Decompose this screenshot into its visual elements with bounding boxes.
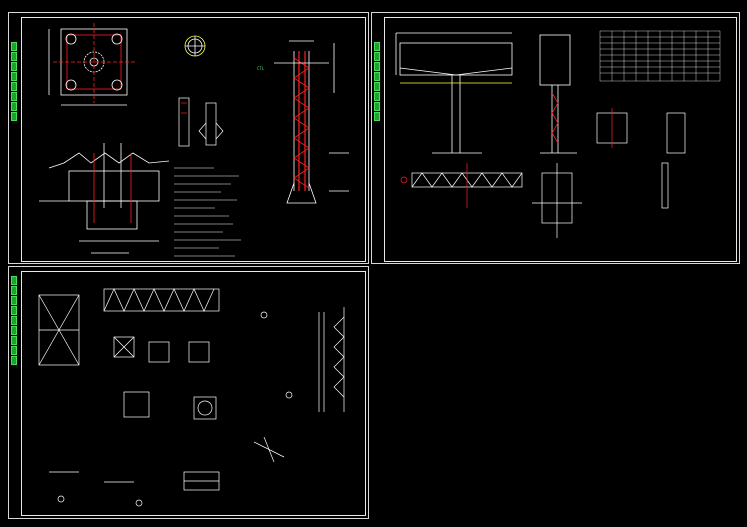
lattice-column-detail <box>38 294 80 366</box>
drawing-sheet-2[interactable] <box>371 12 740 264</box>
base-plate-plan <box>48 23 135 106</box>
foundation-section <box>39 143 170 254</box>
title-strip-3 <box>11 275 19 366</box>
truss-strip <box>103 288 220 312</box>
drawing-sheet-1[interactable]: CTL <box>8 12 369 264</box>
title-strip-1 <box>11 41 19 122</box>
connection-details <box>532 108 686 238</box>
drawing-canvas-2 <box>395 30 721 238</box>
billboard-elevation <box>395 32 513 154</box>
column-elevation <box>274 40 349 204</box>
node-details <box>113 336 217 420</box>
drawing-sheet-3[interactable] <box>8 266 369 519</box>
billboard-side-elevation <box>539 34 577 154</box>
ctl-label: CTL <box>257 66 265 71</box>
panel-grid <box>599 30 721 82</box>
truss-plan <box>400 163 523 208</box>
drawing-border-3 <box>21 271 366 516</box>
drawing-border-1 <box>21 17 366 262</box>
drawing-canvas-3 <box>38 288 345 507</box>
section-callouts <box>57 311 293 507</box>
drawing-canvas-1 <box>39 23 349 257</box>
notes-block <box>174 167 241 257</box>
joint-details <box>178 97 224 147</box>
title-strip-2 <box>374 41 382 122</box>
drawing-border-2 <box>384 17 737 262</box>
pipe-section <box>184 35 206 57</box>
bottom-details <box>49 471 220 491</box>
right-elevation <box>318 307 345 412</box>
